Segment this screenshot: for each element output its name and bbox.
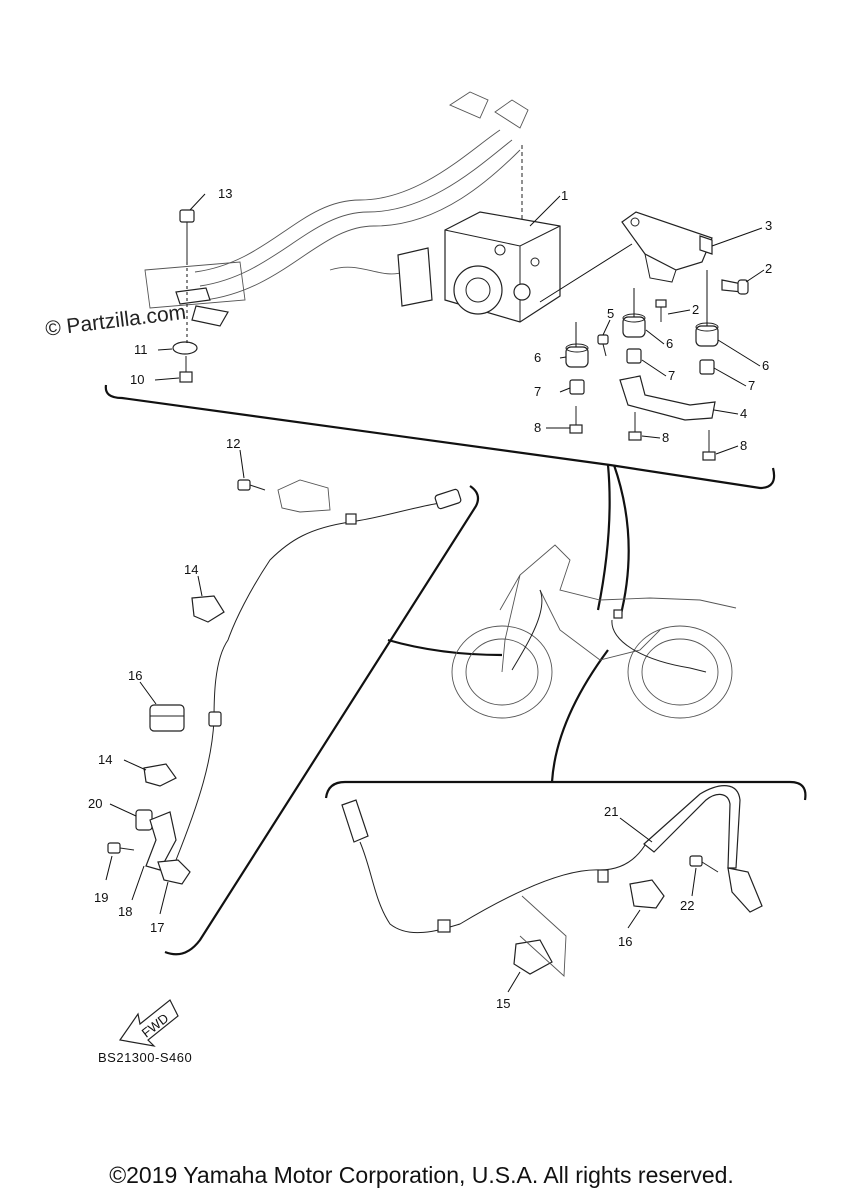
bolt-5 [597, 334, 609, 357]
washer-11 [172, 341, 198, 355]
damper-6-left [565, 343, 589, 368]
damper-6-right [695, 322, 719, 347]
callout-7-left: 7 [534, 384, 541, 399]
leader-top-to-bike-a [596, 464, 611, 611]
callout-16-right: 16 [618, 934, 632, 949]
lower-right-panel-outline [324, 780, 807, 801]
motorcycle-silhouette [451, 544, 737, 719]
clamp-16-right [629, 879, 665, 909]
callout-10: 10 [130, 372, 144, 387]
mount-bracket-lower [619, 375, 716, 421]
bolt-2-center [655, 299, 667, 322]
clamp-14-lower [143, 763, 177, 787]
abs-hydraulic-unit [329, 211, 561, 323]
callout-17: 17 [150, 920, 164, 935]
callout-18: 18 [118, 904, 132, 919]
clamp-15 [513, 895, 567, 977]
clamp-14-upper [191, 595, 225, 623]
callout-6-right: 6 [762, 358, 769, 373]
callout-5: 5 [607, 306, 614, 321]
damper-6-center [622, 313, 646, 338]
diagram-code: BS21300-S460 [98, 1050, 193, 1065]
callout-8-left: 8 [534, 420, 541, 435]
clamp-16-left [149, 704, 185, 732]
callout-6-left: 6 [534, 350, 541, 365]
collar-7-left [569, 379, 585, 395]
bolt-12 [237, 479, 266, 491]
callout-7-right: 7 [748, 378, 755, 393]
leader-abs-bracket [539, 243, 633, 303]
bolt-10 [179, 356, 193, 383]
sensor-bracket-18 [145, 811, 177, 871]
callout-leaders [105, 193, 765, 993]
hose-joint-bracket [144, 261, 246, 327]
fwd-arrow: FWD [118, 999, 179, 1047]
callout-11: 11 [134, 342, 148, 357]
top-panel-outline [104, 384, 776, 490]
callout-16-left: 16 [128, 668, 142, 683]
rear-wheel-sensor [727, 867, 763, 913]
callout-3: 3 [765, 218, 772, 233]
callout-13: 13 [218, 186, 232, 201]
leader-top-to-bike-b [612, 464, 630, 619]
leader-right-to-bike [550, 649, 609, 783]
callout-2-right: 2 [765, 261, 772, 276]
callout-8-center: 8 [662, 430, 669, 445]
sensor-bracket-upper [277, 479, 331, 513]
callout-12: 12 [226, 436, 240, 451]
bolt-2-right [721, 279, 749, 295]
callout-20: 20 [88, 796, 102, 811]
callout-22: 22 [680, 898, 694, 913]
callout-21: 21 [604, 804, 618, 819]
bolt-13 [179, 209, 195, 262]
rear-sensor-connector [341, 799, 369, 843]
collar-7-right [699, 359, 715, 375]
lower-left-panel-outline [164, 485, 480, 956]
leader-left-to-bike [387, 638, 503, 657]
callout-14-lower: 14 [98, 752, 112, 767]
screw-8-left [569, 406, 583, 434]
callout-15: 15 [496, 996, 510, 1011]
callout-2-center: 2 [692, 302, 699, 317]
bolt-22 [689, 855, 719, 873]
callout-19: 19 [94, 890, 108, 905]
screw-8-center [628, 412, 642, 441]
callout-4: 4 [740, 406, 747, 421]
bolt-19 [107, 842, 135, 854]
front-wheel-sensor-17 [157, 859, 191, 885]
screw-8-right [702, 430, 716, 461]
copyright-notice: ©2019 Yamaha Motor Corporation, U.S.A. A… [109, 1162, 734, 1188]
callout-8-right: 8 [740, 438, 747, 453]
callout-labels: 1 3 2 2 5 6 6 6 7 7 7 4 8 8 8 13 11 10 1… [88, 186, 772, 1011]
front-sensor-wire [175, 502, 441, 861]
rear-sensor-wire [359, 839, 649, 934]
collar-7-center [626, 348, 642, 364]
brake-hoses [194, 91, 529, 301]
callout-14-upper: 14 [184, 562, 198, 577]
callout-6-center: 6 [666, 336, 673, 351]
callout-1: 1 [561, 188, 568, 203]
front-sensor-connector [434, 488, 462, 510]
callout-7-center: 7 [668, 368, 675, 383]
mount-bracket-upper [621, 211, 713, 283]
